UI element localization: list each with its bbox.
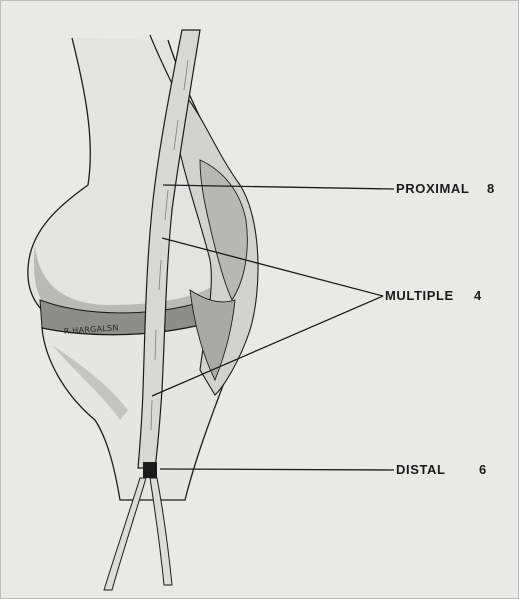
label-multiple-text: MULTIPLE <box>385 288 454 303</box>
label-multiple-value: 4 <box>474 288 482 303</box>
tibia-outline <box>42 320 229 500</box>
leader-line-distal <box>160 469 394 470</box>
label-distal-text: DISTAL <box>396 462 446 477</box>
label-distal-value: 6 <box>479 462 487 477</box>
distal-marker-band <box>143 462 157 478</box>
label-multiple: MULTIPLE 4 <box>385 288 454 303</box>
label-proximal: PROXIMAL 8 <box>396 181 469 196</box>
label-proximal-value: 8 <box>487 181 495 196</box>
label-proximal-text: PROXIMAL <box>396 181 469 196</box>
label-distal: DISTAL 6 <box>396 462 446 477</box>
